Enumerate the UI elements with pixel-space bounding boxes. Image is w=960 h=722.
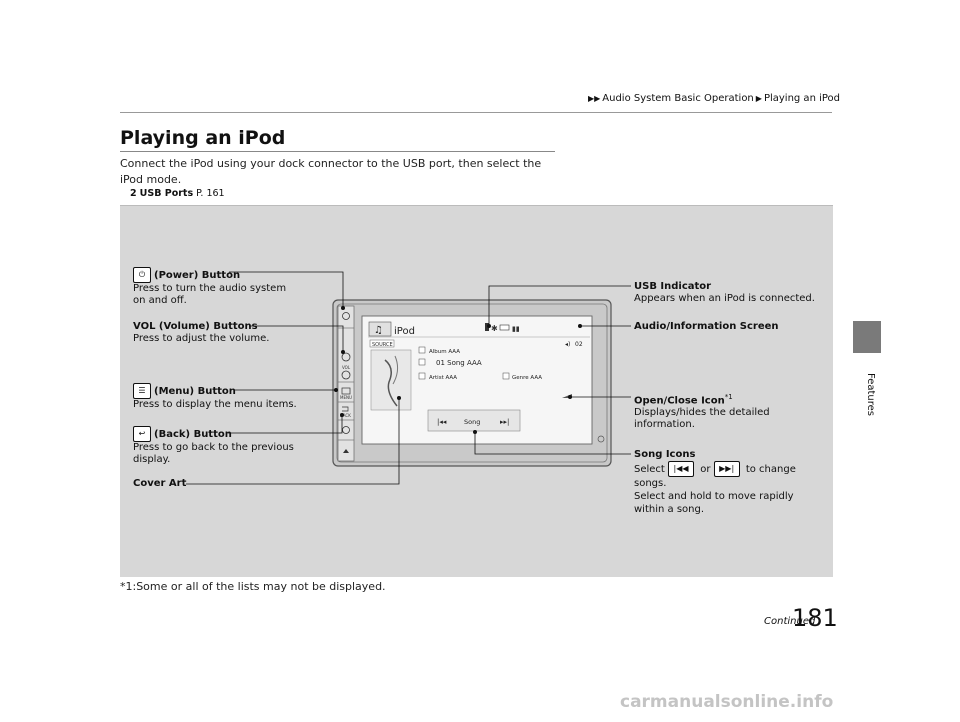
back-title: (Back) Button [154,429,232,440]
page-number: 181 [792,604,838,632]
vol-title: VOL (Volume) Buttons [133,321,258,332]
menu-key-label: MENU [340,395,352,400]
source-button-label: SOURCE [372,342,393,348]
side-tab-marker [853,321,881,353]
song-icon [418,358,426,366]
power-desc1: Press to turn the audio system [133,283,287,294]
vol-desc: Press to adjust the volume. [133,333,270,344]
power-key-icon[interactable] [342,312,350,320]
open-close-desc1: Displays/hides the detailed [634,407,770,419]
page-title: Playing an iPod [120,127,286,149]
back-icon: ↩ [133,426,151,442]
back-button-callout: ↩(Back) Button Press to go back to the p… [133,426,294,466]
watermark: carmanualsonline.info [620,692,834,712]
continued-label: Continued [764,616,816,627]
song-icons-title: Song Icons [634,449,696,460]
song-change: to change [745,464,796,475]
knob-icon[interactable] [342,426,350,434]
vol-key-label: VOL [342,365,351,370]
screen-genre: Genre AAA [512,375,542,381]
screen-volume: 02 [575,341,583,348]
song-select: Select [634,464,665,475]
eject-icon[interactable] [343,449,349,453]
power-icon: ⏻ [133,267,151,283]
song-hold1: Select and hold to move rapidly [634,491,794,502]
song-control-label: Song [464,418,480,426]
album-icon [418,346,426,354]
breadcrumb-arrow: ▶ [755,94,762,103]
back-key-icon[interactable] [342,406,349,412]
skip-forward-icon: ▶▶| [713,461,740,477]
open-close-desc2: information. [634,419,695,431]
battery-icon [499,324,510,331]
back-desc1: Press to go back to the previous [133,442,294,453]
power-title: (Power) Button [154,270,241,281]
screen-source-label: iPod [394,326,415,337]
open-close-callout: Open/Close Icon*1 Displays/hides the det… [634,391,770,431]
power-desc2: on and off. [133,295,187,306]
skip-back-icon[interactable]: |◂◂ [437,418,447,426]
usb-indicator-callout: USB Indicator Appears when an iPod is co… [634,281,815,305]
skip-forward-icon[interactable]: ▸▸| [500,418,509,426]
screen-artist: Artist AAA [429,375,457,381]
menu-desc: Press to display the menu items. [133,399,297,410]
song-songs: songs. [634,478,667,489]
back-desc2: display. [133,454,171,465]
menu-key-icon[interactable] [341,387,351,395]
genre-icon [502,372,510,380]
menu-title: (Menu) Button [154,386,236,397]
breadcrumb: ▶▶Audio System Basic Operation▶Playing a… [480,93,840,104]
volume-icon: ◂) [565,341,570,348]
breadcrumb-section[interactable]: Audio System Basic Operation [602,93,754,104]
vol-down-key-icon[interactable] [341,370,351,380]
music-note-icon: ♫ [374,325,383,336]
usb-indicator-icon [485,323,489,331]
skip-back-icon: |◀◀ [668,461,695,477]
vol-up-key-icon[interactable] [341,352,351,362]
header-rule [120,112,832,113]
screen-album: Album AAA [429,349,460,355]
back-key-label: BACK [340,413,351,418]
bluetooth-icon: ✱ [491,324,498,333]
xref-label[interactable]: USB Ports [139,188,194,199]
song-hold2: within a song. [634,504,705,515]
title-rule [120,151,555,152]
signal-icon: ▮▮ [512,325,520,333]
breadcrumb-page: Playing an iPod [763,93,840,104]
audio-info-title: Audio/Information Screen [634,321,779,332]
cross-reference[interactable]: 2 USB Ports P. 161 [130,188,225,199]
source-button[interactable] [369,339,395,348]
intro-text: Connect the iPod using your dock connect… [120,157,542,186]
usb-title: USB Indicator [634,281,712,292]
screen-song: 01 Song AAA [436,359,482,367]
cover-art-title: Cover Art [133,478,187,489]
open-close-footnote-ref: *1 [724,393,733,401]
xref-icon: 2 [130,188,137,199]
menu-button-callout: ☰(Menu) Button Press to display the menu… [133,383,297,411]
xref-page: P. 161 [196,188,225,199]
artist-icon [418,372,426,380]
song-or: or [700,464,711,475]
cover-art [370,349,412,411]
audio-info-callout: Audio/Information Screen [634,321,779,333]
power-button-callout: ⏻(Power) Button Press to turn the audio … [133,267,286,307]
cover-art-callout: Cover Art [133,478,186,490]
open-close-title: Open/Close Icon [634,395,725,407]
footnote: *1:Some or all of the lists may not be d… [120,580,386,593]
breadcrumb-arrows: ▶▶ [587,94,601,103]
menu-icon: ☰ [133,383,151,399]
vol-buttons-callout: VOL (Volume) Buttons Press to adjust the… [133,321,269,345]
song-icons-callout: Song Icons Select |◀◀ or ▶▶| to change s… [634,448,796,516]
usb-desc: Appears when an iPod is connected. [634,293,815,304]
